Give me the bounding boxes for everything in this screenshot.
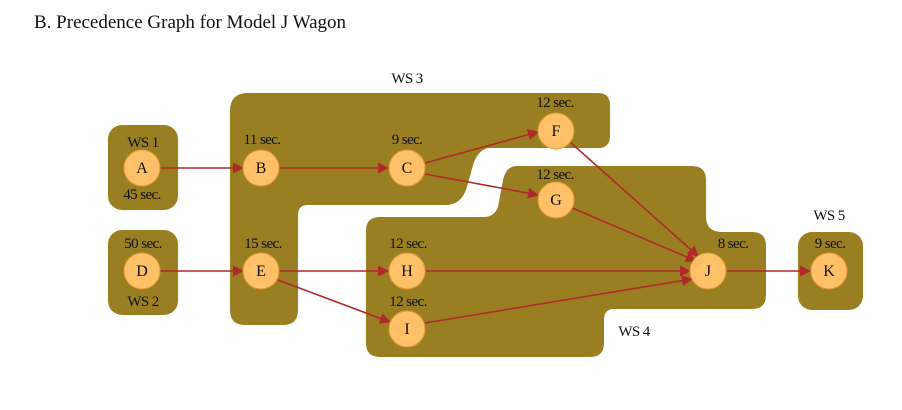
node-f: F 12 sec. bbox=[536, 95, 575, 150]
node-e-letter: E bbox=[256, 263, 266, 280]
node-d-circle bbox=[123, 252, 161, 290]
node-b-circle bbox=[242, 149, 280, 187]
node-j: J 8 sec. bbox=[689, 236, 749, 290]
node-b: B 11 sec. bbox=[242, 132, 281, 187]
node-k-time: 9 sec. bbox=[815, 236, 846, 252]
node-j-letter: J bbox=[705, 263, 711, 280]
node-g-letter: G bbox=[550, 192, 562, 209]
node-a-letter: A bbox=[136, 160, 148, 177]
ws3-region bbox=[230, 93, 610, 325]
node-c-letter: C bbox=[402, 160, 413, 177]
node-h: H 12 sec. bbox=[388, 236, 427, 290]
node-d: D 50 sec. bbox=[123, 236, 162, 290]
diagram-title: B. Precedence Graph for Model J Wagon bbox=[34, 12, 347, 33]
node-i: I 12 sec. bbox=[388, 294, 427, 348]
node-h-letter: H bbox=[401, 263, 413, 280]
node-g-time: 12 sec. bbox=[536, 167, 573, 183]
node-c: C 9 sec. bbox=[388, 132, 426, 187]
node-d-time: 50 sec. bbox=[124, 236, 161, 252]
node-k-circle bbox=[810, 252, 848, 290]
node-g: G 12 sec. bbox=[536, 167, 575, 219]
edge-g-j bbox=[569, 206, 698, 263]
node-b-letter: B bbox=[256, 160, 267, 177]
ws4-label: WS 4 bbox=[618, 324, 650, 340]
ws4-region bbox=[366, 166, 766, 357]
node-i-circle bbox=[388, 310, 426, 348]
node-c-circle bbox=[388, 149, 426, 187]
node-a-time: 45 sec. bbox=[123, 187, 160, 203]
ws5-label: WS 5 bbox=[813, 208, 844, 224]
node-i-letter: I bbox=[404, 321, 409, 338]
edge-c-f bbox=[424, 129, 540, 164]
node-f-circle bbox=[537, 112, 575, 150]
edge-i-j bbox=[424, 275, 694, 324]
edge-f-j bbox=[569, 141, 699, 257]
node-a: A 45 sec. bbox=[123, 149, 161, 203]
node-h-circle bbox=[388, 252, 426, 290]
node-g-circle bbox=[537, 181, 575, 219]
node-c-time: 9 sec. bbox=[392, 132, 423, 148]
ws1-label: WS 1 bbox=[127, 135, 158, 151]
ws3-label: WS 3 bbox=[391, 71, 422, 87]
node-b-time: 11 sec. bbox=[244, 132, 281, 148]
node-j-circle bbox=[689, 252, 727, 290]
node-k-letter: K bbox=[823, 263, 835, 280]
node-a-circle bbox=[123, 149, 161, 187]
node-e-time: 15 sec. bbox=[244, 236, 281, 252]
node-k: K 9 sec. bbox=[810, 236, 848, 290]
node-i-time: 12 sec. bbox=[389, 294, 426, 310]
edge-c-g bbox=[424, 173, 540, 199]
edge-e-i bbox=[277, 279, 392, 324]
node-e: E 15 sec. bbox=[242, 236, 282, 290]
ws2-label: WS 2 bbox=[127, 294, 158, 310]
node-d-letter: D bbox=[136, 263, 148, 280]
node-f-time: 12 sec. bbox=[536, 95, 573, 111]
node-e-circle bbox=[242, 252, 280, 290]
node-j-time: 8 sec. bbox=[718, 236, 749, 252]
edge-group bbox=[160, 129, 812, 324]
node-f-letter: F bbox=[552, 123, 561, 140]
node-h-time: 12 sec. bbox=[389, 236, 426, 252]
